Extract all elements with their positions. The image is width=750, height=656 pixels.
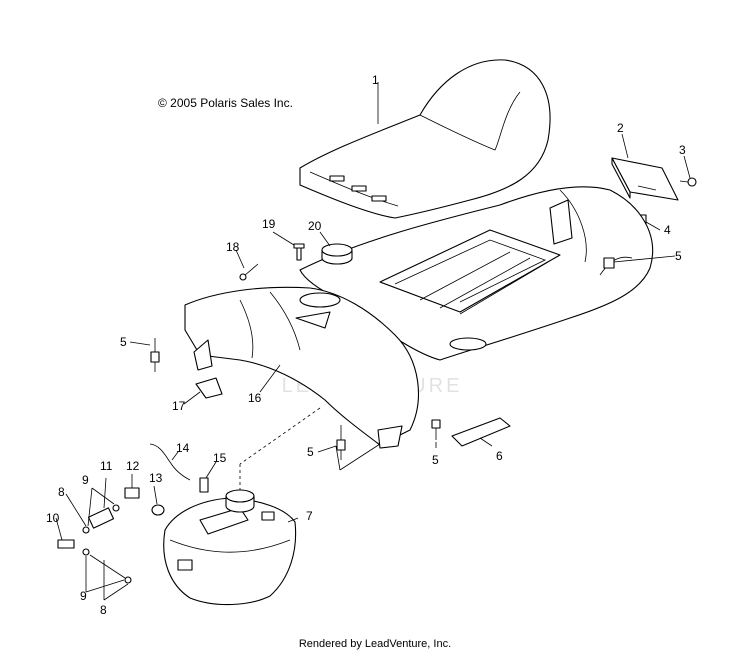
clamp-9-lower-right: [112, 504, 120, 512]
copyright-notice: © 2005 Polaris Sales Inc.: [158, 96, 293, 110]
leader-lines: [55, 82, 691, 601]
callout-15: 15: [213, 451, 227, 465]
bracket: [195, 377, 223, 399]
seat: [299, 59, 551, 219]
screw: [679, 177, 697, 187]
front-body: [184, 286, 419, 449]
callout-7: 7: [306, 509, 313, 523]
callout-4: 4: [664, 223, 671, 237]
callout-20: 20: [308, 219, 322, 233]
callout-2: 2: [617, 121, 624, 135]
rear-panel: [611, 157, 679, 201]
callout-17: 17: [172, 399, 186, 413]
callout-19: 19: [262, 217, 276, 231]
callout-8-lower: 8: [100, 603, 107, 617]
callout-6: 6: [496, 449, 503, 463]
callout-3: 3: [679, 143, 686, 157]
rivet-5-left: [150, 338, 160, 372]
rivet-5-lower: [431, 419, 441, 440]
callout-10: 10: [46, 511, 60, 525]
bolt-19: [293, 243, 305, 261]
callout-16: 16: [248, 391, 262, 405]
callout-9-lower: 9: [80, 589, 87, 603]
callout-labels: 1 2 3 4 5 5 5 5 6 7 8 8 9 9 10 11 12 13 …: [46, 73, 686, 617]
callout-5-lower: 5: [432, 453, 439, 467]
callout-5-rear: 5: [675, 249, 682, 263]
callout-5-center: 5: [307, 445, 314, 459]
callout-9-upper: 9: [82, 473, 89, 487]
rivet-5-center: [336, 425, 346, 460]
callout-11: 11: [100, 459, 113, 473]
callout-12: 12: [126, 459, 140, 473]
callout-5-left: 5: [120, 335, 127, 349]
callout-1: 1: [372, 73, 379, 87]
render-credit: Rendered by LeadVenture, Inc.: [298, 638, 452, 650]
elbow-fitting: [124, 487, 140, 499]
fuel-tank: [163, 489, 297, 606]
clamp-9-upper: [82, 526, 90, 534]
vent-hose: [149, 443, 191, 481]
check-valve: [199, 477, 209, 493]
fuel-connector: [57, 539, 75, 549]
rivet-5-rear: [603, 257, 615, 269]
callout-14: 14: [176, 441, 190, 455]
assembly-lines: [239, 407, 321, 490]
clamp-8: [124, 576, 132, 584]
callout-13: 13: [149, 471, 163, 485]
clamp-9-lower: [82, 548, 90, 556]
fuel-cap: [321, 243, 353, 265]
strap: [451, 417, 511, 447]
callout-18: 18: [226, 240, 240, 254]
fuel-line-8: [89, 554, 126, 579]
grommet: [151, 504, 165, 516]
fuel-hose-11: [87, 507, 115, 529]
callout-8-upper: 8: [58, 485, 65, 499]
rivet-18: [239, 263, 259, 281]
